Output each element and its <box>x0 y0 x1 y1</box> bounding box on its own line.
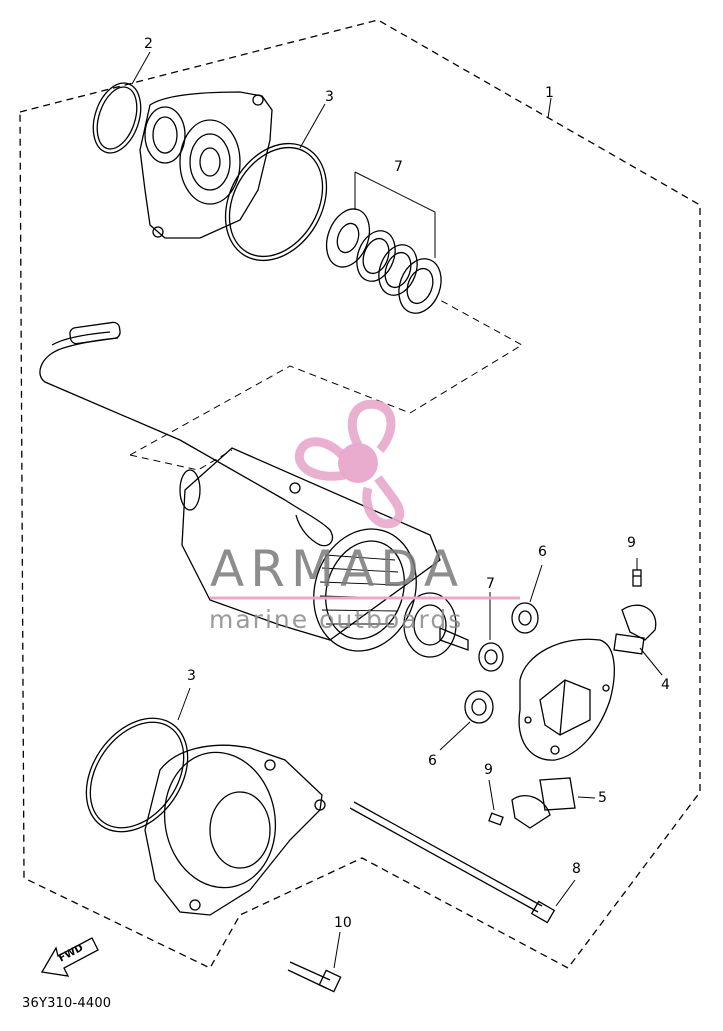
callout-7-lower: 7 <box>486 576 495 592</box>
fwd-arrow-icon <box>40 937 99 977</box>
screw-9-lower <box>488 812 504 826</box>
armature-yoke <box>179 447 469 658</box>
watermark-tagline: marine outboards <box>209 605 464 634</box>
callout-9-lower: 9 <box>484 762 493 778</box>
brush-4 <box>613 604 657 655</box>
callout-5: 5 <box>598 790 607 806</box>
lead-wire <box>39 321 334 547</box>
washer-set-7 <box>325 208 442 314</box>
bearing-6-lower <box>464 690 494 724</box>
callout-6-upper: 6 <box>538 544 547 560</box>
o-ring-3-lower <box>85 717 189 833</box>
group-box-dashed <box>129 365 411 456</box>
brush-holder-plate <box>518 638 615 761</box>
callout-1: 1 <box>545 85 554 101</box>
diagram-code: 36Y310-4400 <box>22 996 112 1011</box>
brush-5 <box>511 777 576 829</box>
bolt-10 <box>287 961 342 993</box>
callout-4: 4 <box>661 677 670 693</box>
screw-9-upper <box>632 569 642 587</box>
rear-cover <box>144 744 326 916</box>
callout-10: 10 <box>334 915 352 931</box>
callout-2: 2 <box>144 36 153 52</box>
callout-6-lower: 6 <box>428 753 437 769</box>
callout-3-upper: 3 <box>325 89 334 105</box>
armada-propeller-logo <box>294 399 405 529</box>
o-ring-3-upper <box>224 142 328 262</box>
callout-9-upper: 9 <box>627 535 636 551</box>
callout-8: 8 <box>572 861 581 877</box>
bearing-6-upper <box>511 602 539 634</box>
o-ring-2 <box>92 82 142 154</box>
callout-7-upper: 7 <box>394 159 403 175</box>
watermark-brand: ARMADA <box>210 540 465 598</box>
front-cover <box>139 91 273 239</box>
washer-7-lower <box>478 642 504 672</box>
callout-3-lower: 3 <box>187 668 196 684</box>
through-bolt-8 <box>349 801 556 924</box>
assembly-boundary <box>19 19 701 969</box>
